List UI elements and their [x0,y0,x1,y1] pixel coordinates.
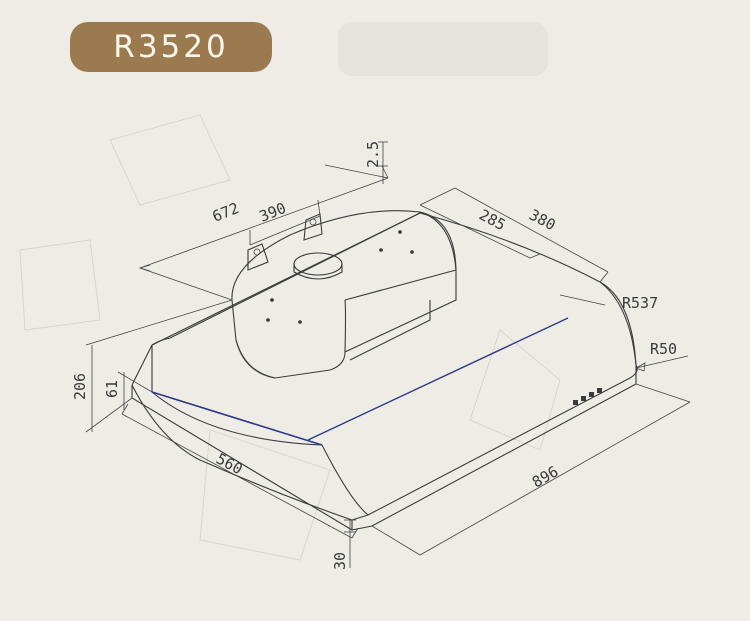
dim-61-label: 61 [103,380,121,398]
dimension-lines [85,141,691,568]
dim-560-label: 560 [213,450,245,479]
model-badge: R3520 [70,22,272,72]
motor-housing [231,210,457,379]
dim-672-label: 672 [210,199,242,226]
dim-206-label: 206 [71,373,89,400]
radius-537-label: R537 [622,294,658,312]
dim-390-label: 390 [257,199,289,226]
dim-30-label: 30 [331,552,349,570]
hood-body [131,212,638,531]
dim-285-label: 285 [476,206,508,235]
radius-50-label: R50 [650,340,677,358]
dim-896-label: 896 [529,462,561,491]
faded-background-artwork [19,114,561,561]
dim-2-5-label: 2.5 [364,141,382,168]
control-buttons [573,388,602,405]
faded-background-badge [338,22,548,76]
